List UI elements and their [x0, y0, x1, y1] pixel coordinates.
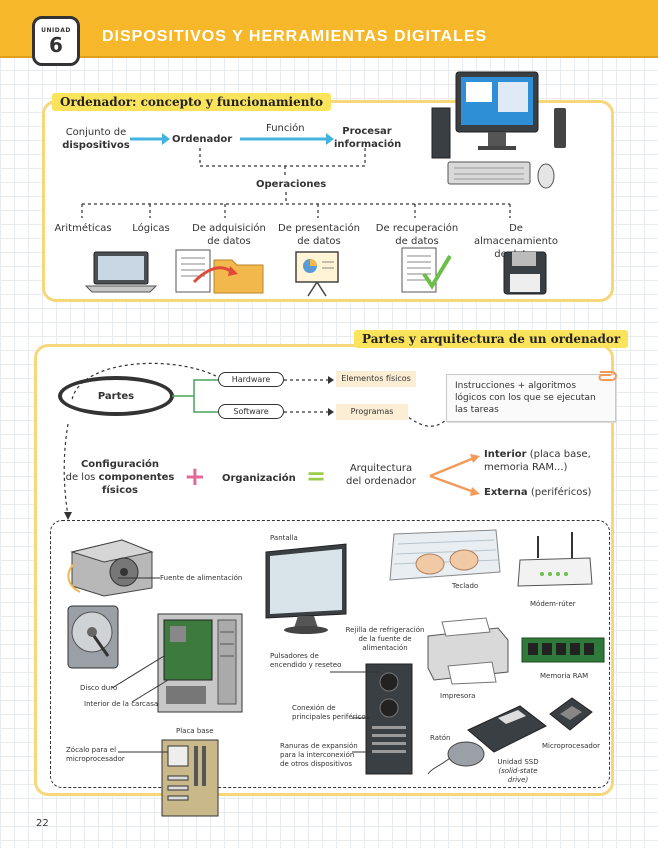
organizacion-text: Organización	[222, 473, 296, 484]
software-pill: Software	[218, 404, 284, 419]
op-aritmeticas: Aritméticas	[54, 223, 112, 234]
floppy-disk-illustration	[503, 251, 547, 295]
page-number: 22	[36, 818, 49, 829]
modem-router-illustration	[517, 532, 593, 587]
operaciones-text: Operaciones	[256, 179, 327, 190]
pantalla-label: Pantalla	[270, 534, 298, 542]
desktop-computer-illustration	[431, 71, 566, 189]
fuente-pointer	[118, 577, 160, 579]
components-box	[50, 520, 610, 788]
hardware-pill: Hardware	[218, 372, 284, 387]
op-logicas: Lógicas	[132, 223, 170, 234]
power-supply-illustration	[67, 539, 154, 597]
laptop-illustration	[84, 251, 158, 293]
motherboard-illustration	[161, 739, 219, 817]
externa-text: Externa (periféricos)	[484, 487, 592, 498]
unit-banner	[0, 0, 658, 58]
raton-label: Ratón	[430, 734, 451, 742]
hard-disk-illustration	[67, 605, 119, 669]
impresora-label: Impresora	[440, 692, 476, 700]
ordenador-text: Ordenador	[172, 134, 233, 145]
partes-to-components-arrow	[63, 362, 217, 520]
partes-oval: Partes	[58, 376, 174, 416]
paperclip-icon	[598, 371, 617, 381]
arrow-to-ordenador	[130, 133, 170, 145]
configuracion-text: Configuración de los componentes físicos	[65, 459, 175, 496]
programas-label: Programas	[336, 404, 408, 420]
keyboard-illustration	[389, 529, 501, 581]
zocalo-pointer	[118, 751, 168, 753]
equals-sign: =	[306, 462, 327, 490]
mouse-illustration	[427, 741, 485, 775]
ram-memory-illustration	[521, 637, 605, 663]
fuente-label: Fuente de alimentación	[160, 574, 243, 582]
plus-sign: +	[184, 462, 206, 492]
ssd-label: Unidad SSD(solid-state drive)	[497, 758, 539, 784]
carcasa-label: Interior de la carcasa	[84, 700, 159, 708]
disco-carcasa-pointers	[111, 655, 169, 703]
section-parts-title: Partes y arquitectura de un ordenador	[354, 330, 629, 348]
unit-label: UNIDAD	[41, 27, 71, 34]
tower-pointers	[330, 671, 380, 753]
microprocessor-illustration	[549, 697, 593, 731]
operaciones-connector	[199, 148, 366, 176]
architecture-branch-arrows	[429, 454, 480, 496]
partes-tree-connectors	[172, 376, 447, 427]
case-interior-illustration	[157, 613, 243, 713]
unit-title: DISPOSITIVOS Y HERRAMIENTAS DIGITALES	[102, 28, 488, 45]
modem-label: Módem-rúter	[530, 600, 576, 608]
placa-label: Placa base	[176, 727, 214, 735]
instrucciones-note: Instrucciones + algoritmos lógicos con l…	[446, 374, 616, 422]
section-concept-title: Ordenador: concepto y funcionamiento	[52, 93, 332, 111]
tower-illustration	[365, 663, 413, 775]
printer-illustration	[427, 617, 509, 685]
presentation-board-illustration	[295, 251, 339, 297]
micro-label: Microprocesador	[542, 742, 600, 750]
memoria-label: Memoria RAM	[540, 672, 589, 680]
disco-label: Disco duro	[80, 684, 118, 692]
arrow-to-procesar	[240, 133, 334, 145]
elementos-fisicos-label: Elementos físicos	[336, 371, 416, 387]
monitor-illustration	[265, 543, 347, 634]
unit-badge: UNIDAD 6	[32, 16, 80, 66]
teclado-label: Teclado	[452, 582, 479, 590]
scan-folder-illustration	[175, 249, 264, 294]
operaciones-tree	[81, 192, 511, 218]
unit-number: 6	[49, 33, 63, 57]
ssd-illustration	[467, 705, 547, 753]
interior-text: Interior (placa base, memoria RAM...)	[484, 449, 591, 473]
document-check-illustration	[401, 247, 452, 293]
funcion-text: Función	[266, 123, 305, 134]
